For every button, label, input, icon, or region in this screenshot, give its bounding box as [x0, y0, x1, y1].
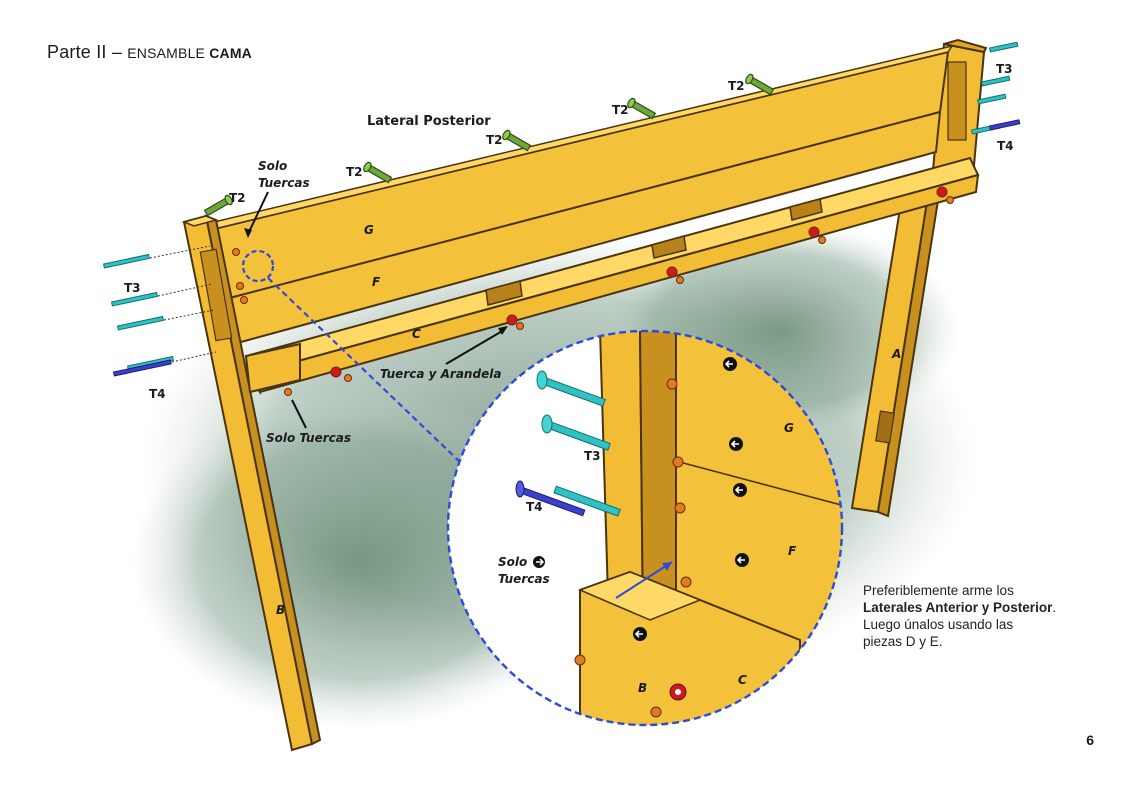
- header-title: CAMA: [209, 45, 252, 61]
- label-t3-right: T3: [996, 62, 1013, 76]
- leader-solo-tuercas-top: [247, 191, 269, 235]
- label-piece-f-zoom: F: [788, 544, 797, 558]
- label-piece-g: G: [364, 223, 374, 237]
- header-section: ENSAMBLE: [127, 45, 210, 61]
- bolts-t3-left: [102, 245, 215, 371]
- label-t3-zoom: T3: [584, 449, 601, 463]
- page-header: Parte II – ENSAMBLE CAMA: [47, 42, 252, 63]
- leader-solo-tuercas-bottom: [291, 399, 307, 429]
- note-line-2: Laterales Anterior y Posterior.: [863, 599, 1093, 616]
- label-t4-zoom: T4: [526, 500, 543, 514]
- label-solo-tuercas-top-2: Tuercas: [258, 176, 310, 190]
- bolts-right: [970, 41, 1021, 135]
- label-piece-f: F: [372, 275, 381, 289]
- label-piece-g-zoom: G: [784, 421, 794, 435]
- label-piece-c: C: [412, 327, 421, 341]
- zoom-detail: [446, 329, 844, 727]
- note-line-4: piezas D y E.: [863, 634, 943, 649]
- label-piece-b: B: [276, 603, 285, 617]
- label-t4-left: T4: [149, 387, 166, 401]
- bolts-t2: [203, 73, 775, 217]
- bolt-t4-left: [112, 351, 217, 377]
- leader-tuerca: [445, 329, 505, 365]
- page-number: 6: [1086, 732, 1094, 748]
- hardware-nuts: [232, 186, 954, 396]
- label-piece-a: A: [891, 347, 901, 361]
- header-part: Parte II –: [47, 42, 128, 62]
- label-tuerca-arandela: Tuerca y Arandela: [380, 367, 501, 381]
- label-t2-4: T2: [612, 103, 629, 117]
- note-line-2-end: .: [1052, 600, 1057, 615]
- label-solo-tuercas-bottom: Solo Tuercas: [266, 431, 351, 445]
- zoom-indicator: [241, 249, 461, 463]
- label-lateral-posterior: Lateral Posterior: [367, 114, 491, 129]
- leader-tuerca-arrowhead: [498, 326, 508, 335]
- label-solo-tuercas-top-1: Solo: [258, 159, 287, 173]
- label-zoom-solo: Solo: [498, 555, 527, 569]
- leader-arrowhead: [244, 228, 252, 238]
- label-piece-c-zoom: C: [738, 673, 747, 687]
- label-zoom-tuercas: Tuercas: [498, 572, 550, 586]
- note-line-1: Preferiblemente arme los: [863, 583, 1014, 598]
- note-line-3: Luego únalos usando las: [863, 617, 1014, 632]
- label-t4-right: T4: [997, 139, 1014, 153]
- arrow-right-icon-glyph: [536, 558, 545, 566]
- note-line-2-bold: Laterales Anterior y Posterior: [863, 600, 1053, 615]
- label-t2-5: T2: [728, 79, 745, 93]
- label-t3-left: T3: [124, 281, 141, 295]
- label-piece-b-zoom: B: [638, 681, 647, 695]
- leg-b: [181, 214, 322, 752]
- assembly-note: Preferiblemente arme los Laterales Anter…: [863, 582, 1093, 650]
- label-t2-1: T2: [229, 191, 246, 205]
- label-t2-2: T2: [346, 165, 363, 179]
- label-t2-3: T2: [486, 133, 503, 147]
